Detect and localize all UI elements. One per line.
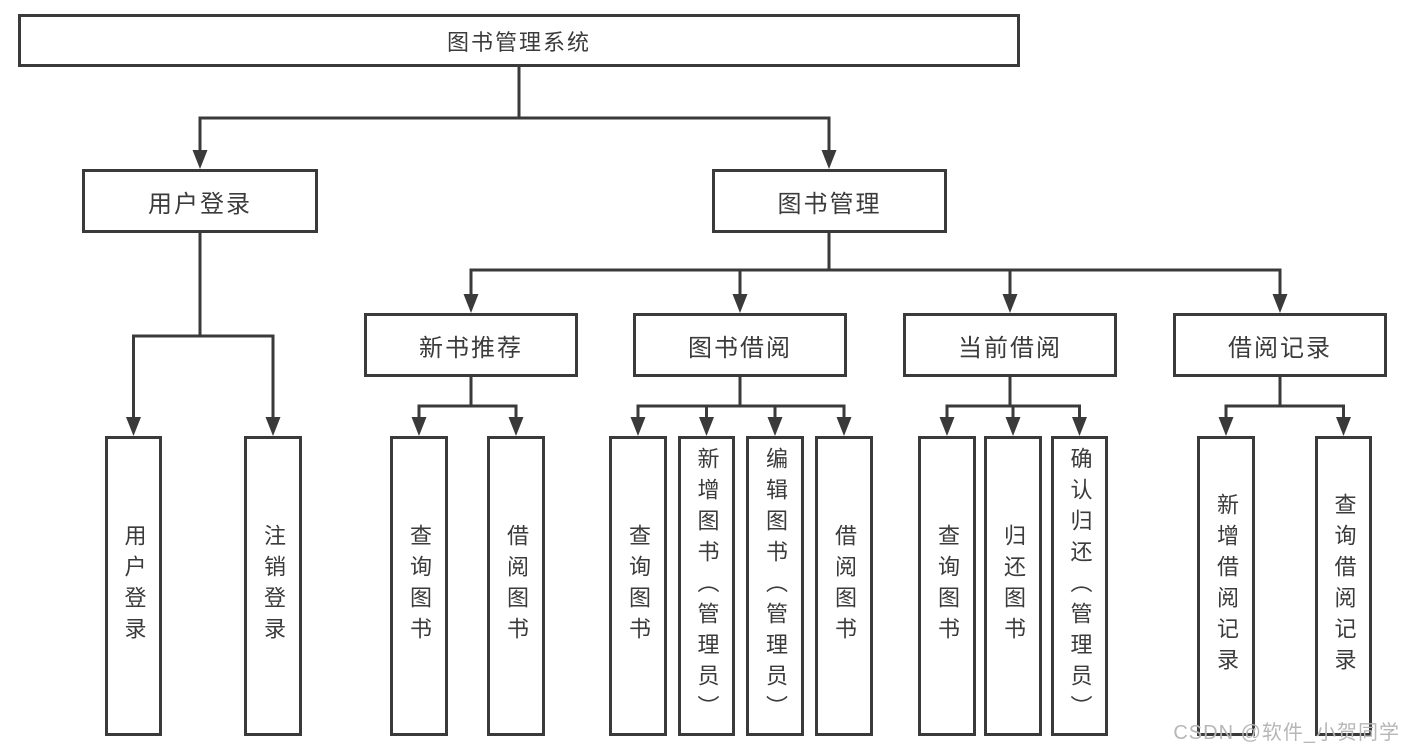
leaf-borrow-books-2: 借阅图书 [815,436,873,736]
node-label: 查询图书 [626,524,651,648]
leaf-query-books-3: 查询图书 [918,436,976,736]
node-new-book-recommendation: 新书推荐 [364,313,578,377]
leaf-query-books-2: 查询图书 [609,436,667,736]
node-label: 查询图书 [935,524,960,648]
node-label: 新书推荐 [419,334,523,362]
node-label: 查询借阅记录 [1331,493,1357,679]
node-label: 图书借阅 [688,334,792,362]
node-label: 当前借阅 [958,334,1062,362]
leaf-logout: 注销登录 [244,436,302,736]
csdn-watermark: CSDN @软件_小贺同学 [1173,722,1400,744]
node-book-management: 图书管理 [712,169,947,233]
node-label: 注销登录 [261,524,286,648]
node-label: 用户登录 [121,524,147,648]
leaf-return-books: 归还图书 [984,436,1042,736]
node-label: 查询图书 [407,524,432,648]
node-label: 新增借阅记录 [1214,493,1239,679]
node-user-login: 用户登录 [82,169,318,233]
node-label: 图书管理 [777,190,882,218]
node-label: 归还图书 [1001,524,1026,648]
node-label: 确认归还（管理员） [1067,446,1093,726]
node-label: 借阅图书 [504,524,529,648]
node-book-borrowing: 图书借阅 [633,313,847,377]
leaf-edit-books-admin: 编辑图书（管理员） [746,436,804,736]
node-label: 图书管理系统 [446,29,591,55]
node-label: 用户登录 [148,190,252,218]
node-book-management-system: 图书管理系统 [18,14,1020,67]
node-label: 编辑图书（管理员） [763,446,788,726]
leaf-user-login: 用户登录 [105,436,162,736]
leaf-borrow-books: 借阅图书 [487,436,545,736]
node-current-borrowing: 当前借阅 [903,313,1117,377]
leaf-confirm-return-admin: 确认归还（管理员） [1051,436,1108,736]
leaf-query-borrow-record: 查询借阅记录 [1315,436,1372,736]
leaf-add-books-admin: 新增图书（管理员） [678,436,735,736]
node-label: 新增图书（管理员） [694,446,720,726]
leaf-add-borrow-record: 新增借阅记录 [1197,436,1255,736]
node-label: 借阅图书 [832,524,857,648]
leaf-query-books: 查询图书 [390,436,448,736]
node-borrowing-records: 借阅记录 [1173,313,1387,377]
node-label: 借阅记录 [1228,334,1332,362]
